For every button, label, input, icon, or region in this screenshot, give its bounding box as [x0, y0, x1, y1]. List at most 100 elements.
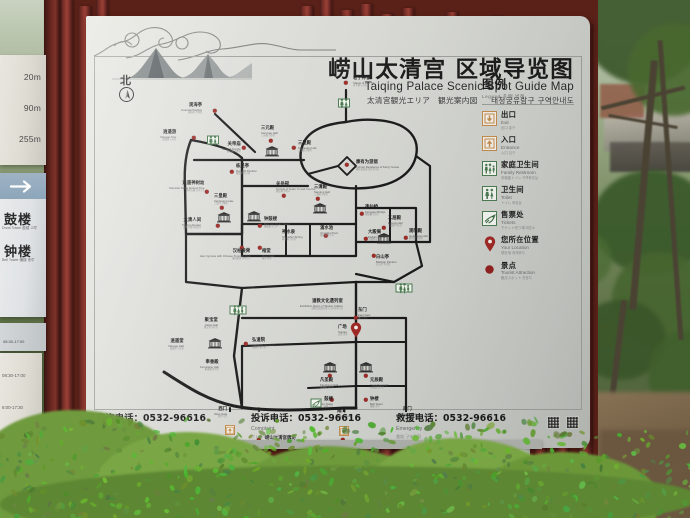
poi-label-en: Yongshui Pool — [320, 230, 338, 235]
shrine-icon — [265, 146, 280, 157]
poi-label-en: Square — [338, 329, 348, 334]
attraction-dot-icon[interactable] — [257, 223, 263, 229]
attraction-dot-icon[interactable] — [343, 80, 349, 86]
legend-item-label-en: Entrance — [501, 144, 520, 150]
attraction-dot-icon[interactable] — [315, 196, 321, 202]
title-kr: 태청궁유람구 구역안내도 — [491, 96, 574, 105]
attraction-dot-icon[interactable] — [363, 373, 369, 379]
attraction-dot-icon[interactable] — [381, 225, 387, 231]
poi-label-en: Bell and Drum Tower — [264, 221, 290, 226]
shrine-icon — [377, 233, 392, 244]
poi-label-cn: 关帝庙 — [227, 142, 241, 147]
poi-label-en: Erceng Hall — [388, 220, 403, 225]
attraction-dot-icon[interactable] — [229, 169, 235, 175]
arrow-band — [0, 173, 46, 199]
attraction-dot-icon[interactable] — [327, 373, 333, 379]
qr-code-icon[interactable] — [547, 416, 560, 429]
poi-label-jk: 観海亭 관해정 — [188, 112, 203, 115]
attraction-dot-icon[interactable] — [239, 245, 245, 251]
distance-sign-panel[interactable]: 20m 90m 255m — [0, 55, 46, 165]
attraction-dot-icon[interactable] — [371, 253, 377, 259]
legend-item-label-cn: 卫生间 — [501, 185, 524, 195]
poi-label-jk: 涌水池 용수지 — [320, 235, 334, 238]
attraction-dot-icon[interactable] — [353, 315, 359, 321]
attraction-dot-icon[interactable] — [281, 193, 287, 199]
hedge-leaf — [184, 441, 191, 447]
hedge-leaf — [514, 504, 520, 509]
direction-sign-panel[interactable]: 鼓楼 Drum Tower 鼓楼 고루 钟楼 Bell Tower 鐘楼 종루 — [0, 173, 46, 317]
qr-code-icon[interactable] — [566, 416, 579, 429]
title-jp: 太清宫観光エリア 観光案内図 — [367, 96, 478, 105]
page-title: 崂山太清宫 区域导览图 — [327, 57, 574, 83]
attraction-dot-icon[interactable] — [191, 135, 197, 141]
poi-label-jk: 老子像 노자상 — [353, 85, 367, 88]
poi-label-cn: 康有为游居 — [356, 160, 378, 165]
hedge-leaf — [93, 473, 99, 478]
poi-label-cn: 道教文化遗列室 — [312, 299, 343, 304]
poi-dot — [381, 225, 387, 231]
attraction-dot-icon[interactable] — [359, 211, 365, 217]
right-arrow-icon — [10, 179, 36, 193]
direction-item-sub: Drum Tower 鼓楼 고루 — [2, 226, 38, 230]
poi-label-en: Fengxiang Hall — [200, 364, 219, 369]
guide-map-board[interactable]: 崂山太清宫 区域导览图 Taiqing Palace Scenic Spot G… — [86, 16, 590, 448]
poi-label-en: Former Residence of Kang Youwei — [356, 164, 400, 169]
attraction-dot-icon[interactable] — [323, 233, 329, 239]
attraction-dot-icon[interactable] — [257, 245, 263, 251]
poi-label-cn: 逢仙桥 — [365, 205, 379, 210]
hedge-leaf — [515, 483, 520, 490]
legend-item-label-jk: 現在地 현재위치 — [501, 250, 525, 255]
hedge-leaf — [223, 453, 230, 458]
attraction-dot-icon[interactable] — [212, 108, 218, 114]
poi-label-en: South Gate — [337, 413, 352, 418]
poi-label-en: Rong Hall — [262, 253, 275, 258]
attraction-dot-icon[interactable] — [344, 162, 350, 168]
hedge-leaf — [459, 431, 463, 439]
poi-label-cn: 鼓楼 — [324, 397, 334, 402]
contact-phone[interactable]: 投诉电话：0532-96616 — [251, 413, 362, 424]
contact-label-jk: 救助 구조전화 — [396, 433, 421, 439]
legend-item-label-cn: 入口 — [501, 135, 517, 145]
attraction-dot-icon[interactable] — [363, 397, 369, 403]
poi-label-jk: 太清人間 태청인간 — [182, 227, 202, 230]
attraction-dot-icon[interactable] — [363, 236, 369, 242]
contact-phone[interactable]: 咨询电话：0532-96616 — [96, 413, 207, 424]
poi-label-en: Bell Tower — [370, 401, 383, 406]
poi-label-cn: 逍遥堂 — [170, 339, 184, 344]
poi-label-cn: 凡圣殿 — [320, 378, 334, 383]
poi-dot — [257, 245, 263, 251]
attraction-dot-icon[interactable] — [204, 189, 210, 195]
poi-label-jk: 弘道院 홍도원 — [252, 347, 266, 350]
poi-label-en: Yuanchen Hall — [370, 382, 389, 387]
attraction-dot-icon[interactable] — [243, 341, 249, 347]
attraction-dot-icon[interactable] — [219, 205, 225, 211]
poi-label-cn: 三元殿 — [261, 126, 275, 131]
attraction-dot-icon[interactable] — [241, 145, 247, 151]
contact-phone[interactable]: 救援电话：0532-96616 — [396, 413, 507, 424]
attraction-dot-icon[interactable] — [403, 235, 409, 241]
poi-dot — [229, 169, 235, 175]
attraction-dot-icon[interactable] — [329, 397, 335, 403]
attraction-dot-icon[interactable] — [268, 138, 274, 144]
attraction-dot-icon — [482, 262, 497, 277]
attraction-dot-icon[interactable] — [215, 223, 221, 229]
hedge-leaf — [440, 509, 447, 512]
attraction-dot-icon[interactable] — [291, 145, 297, 151]
hours-sign-panel[interactable]: 08:30-17:00 — [0, 323, 46, 351]
